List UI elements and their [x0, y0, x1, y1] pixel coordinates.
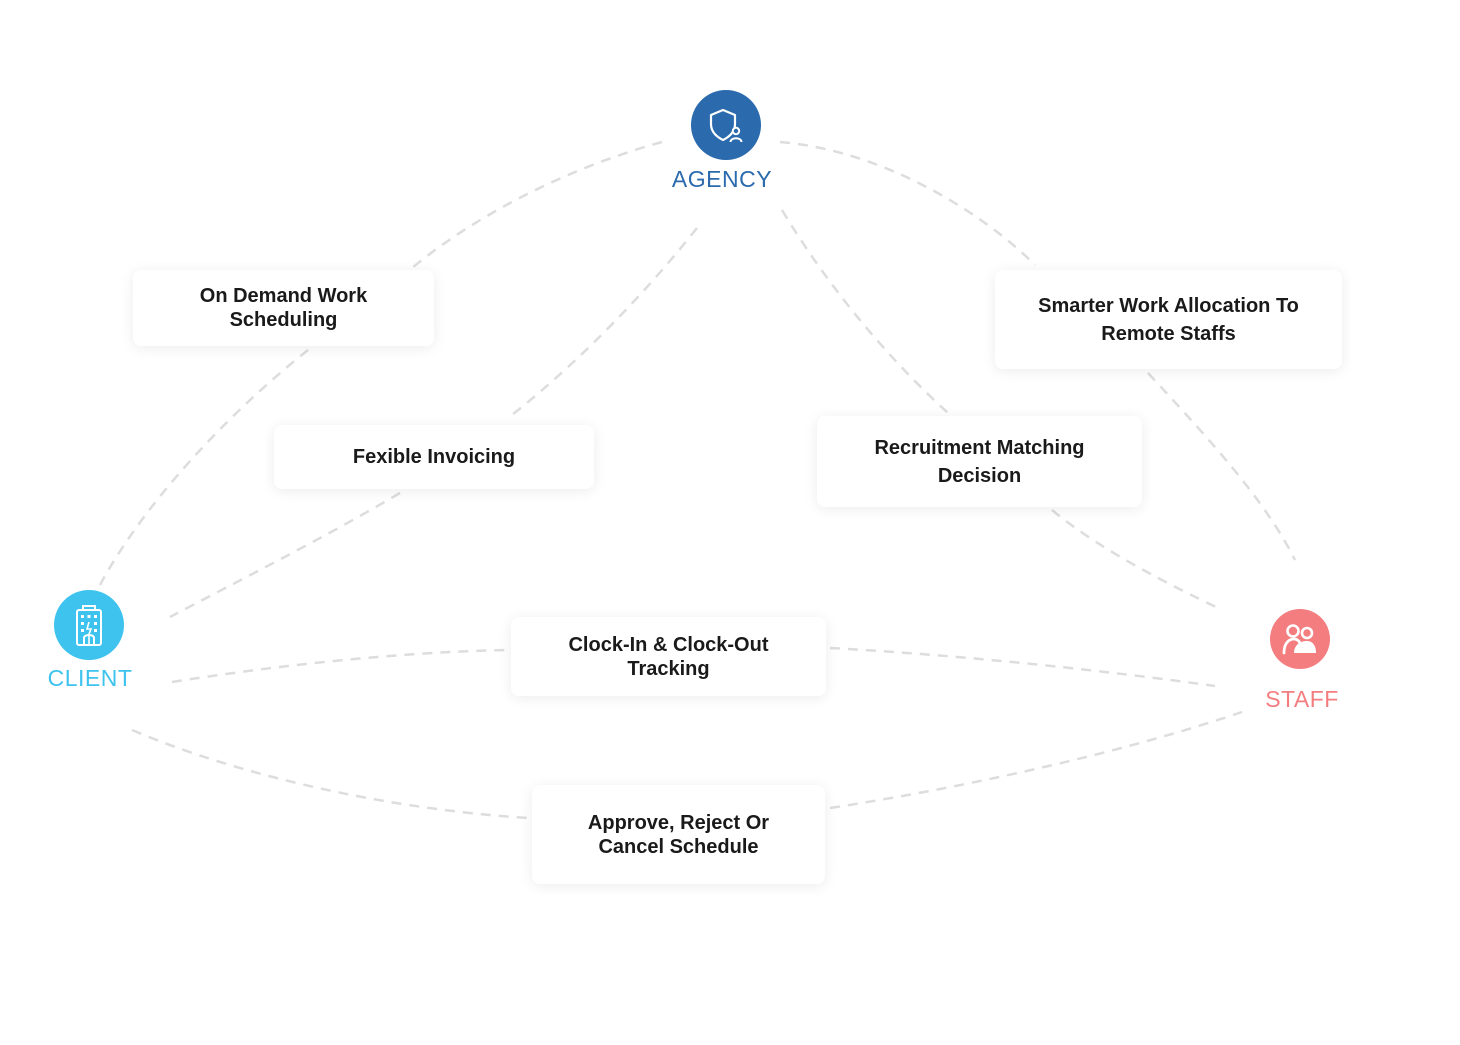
connector-smarter-staff [1147, 372, 1297, 561]
connector-invoicing-client [169, 491, 401, 619]
agency-label: AGENCY [671, 166, 773, 192]
connector-agency-on-demand [411, 140, 663, 269]
staff-icon-circle [1270, 609, 1330, 669]
client-icon-circle [54, 590, 124, 660]
people-icon [1282, 624, 1316, 655]
feature-card-flexible-invoicing: Fexible Invoicing [274, 425, 594, 489]
connector-agency-recruitment [780, 209, 949, 414]
connector-client-clockin [171, 648, 509, 684]
feature-card-label: Approve, Reject Or Cancel Schedule [587, 811, 770, 858]
connector-recruitment-staff [1051, 509, 1223, 612]
feature-card-recruitment-matching: Recruitment Matching Decision [817, 416, 1142, 507]
building-icon [76, 605, 102, 646]
feature-card-label: On Demand Work Scheduling [199, 285, 368, 331]
feature-card-label: Clock-In & Clock-Out Tracking [568, 633, 769, 680]
connector-agency-invoicing [507, 227, 698, 419]
connector-client-approve [131, 728, 529, 820]
feature-card-label: Smarter Work Allocation To Remote Staffs [1038, 294, 1299, 345]
feature-card-label: Recruitment Matching Decision [874, 436, 1085, 487]
connector-agency-smarter [779, 140, 1036, 266]
client-label: CLIENT [47, 665, 133, 691]
feature-card-approve-reject-cancel: Approve, Reject Or Cancel Schedule [532, 785, 825, 884]
feature-card-on-demand-work-scheduling: On Demand Work Scheduling [133, 270, 434, 346]
feature-card-clock-in-tracking: Clock-In & Clock-Out Tracking [511, 617, 826, 696]
connector-approve-staff [829, 710, 1243, 810]
feature-card-smarter-work-allocation: Smarter Work Allocation To Remote Staffs [995, 270, 1342, 369]
connector-clockin-staff [829, 646, 1216, 688]
staff-label: STAFF [1265, 686, 1339, 712]
shield-user-icon [709, 108, 743, 143]
connector-on-demand-client [98, 349, 309, 586]
feature-card-label: Fexible Invoicing [352, 446, 516, 468]
agency-icon-circle [691, 90, 761, 160]
